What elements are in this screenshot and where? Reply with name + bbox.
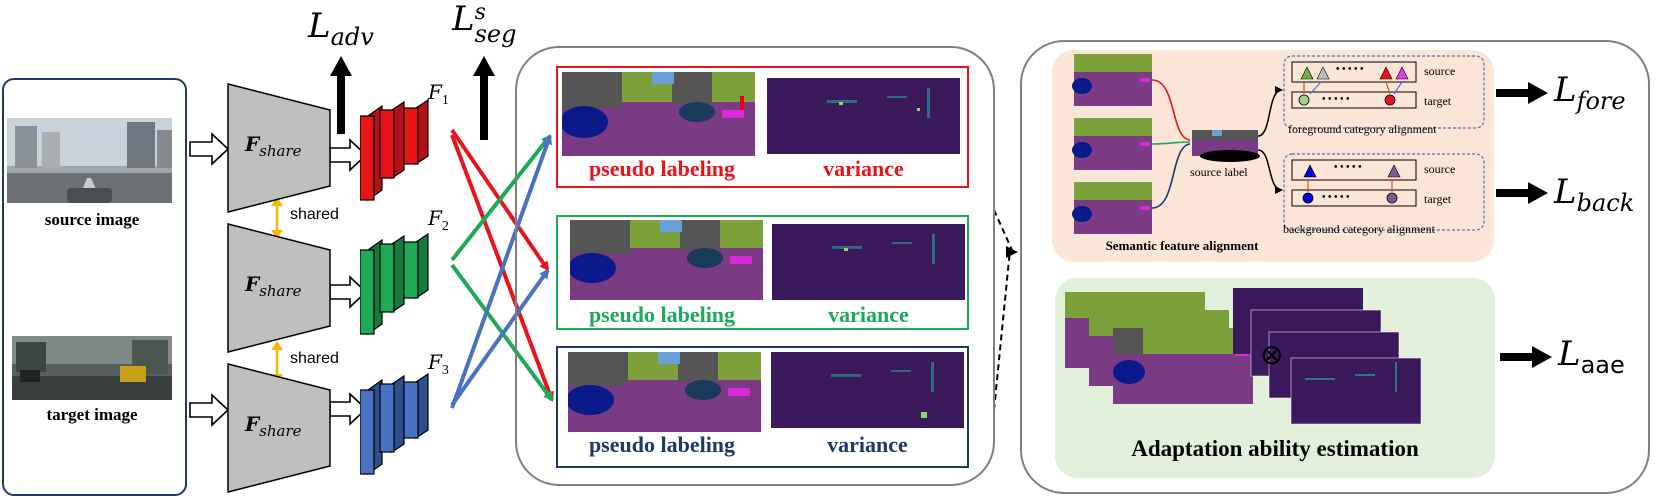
hollow-arrow-share2-to-f2 bbox=[329, 275, 368, 309]
sfa-seg-thumb-1 bbox=[1072, 54, 1152, 106]
feature-stack-f2 bbox=[360, 232, 429, 336]
hollow-arrow-share1-to-f1 bbox=[329, 138, 368, 172]
variance-map-3 bbox=[771, 352, 964, 428]
variance-label-3: variance bbox=[827, 432, 908, 457]
source-image-label: source image bbox=[44, 210, 140, 229]
hollow-arrow-source-to-share bbox=[189, 132, 230, 166]
source-image bbox=[7, 118, 172, 203]
seg-map-3 bbox=[568, 352, 761, 432]
bg-dots-bottom: • • • • • bbox=[1322, 192, 1350, 203]
f2-label: F2 bbox=[428, 206, 449, 234]
seg-map-1 bbox=[562, 72, 755, 156]
aae-seg-stack bbox=[1065, 292, 1253, 404]
bg-dots-top: • • • • • bbox=[1334, 162, 1362, 173]
f-share-label-1: Fshare bbox=[245, 132, 302, 160]
variance-map-1 bbox=[767, 78, 960, 154]
target-image bbox=[12, 336, 172, 400]
arrow-f2-to-panel1 bbox=[450, 134, 552, 262]
fg-target-text: target bbox=[1424, 94, 1452, 108]
fg-dots-top: • • • • • bbox=[1336, 64, 1364, 75]
pseudo-labeling-label-2: pseudo labeling bbox=[588, 302, 736, 327]
variance-label-1: variance bbox=[823, 156, 904, 181]
bg-target-text: target bbox=[1424, 192, 1452, 206]
feature-stack-f1 bbox=[360, 98, 429, 202]
source-label-caption: source label bbox=[1190, 165, 1248, 179]
f-share-label-2: Fshare bbox=[245, 272, 302, 300]
l-adv-label: Ladv bbox=[308, 6, 374, 51]
variance-label-2: variance bbox=[828, 302, 909, 327]
shared-label-1: shared bbox=[290, 206, 339, 223]
source-label-thumb bbox=[1192, 130, 1260, 162]
l-aae-label: Laae bbox=[1558, 334, 1625, 379]
sfa-seg-thumb-3 bbox=[1072, 182, 1152, 234]
sfa-seg-thumb-2 bbox=[1072, 118, 1152, 170]
pseudo-labeling-label-3: pseudo labeling bbox=[588, 432, 736, 457]
l-seg-label: L s seg bbox=[452, 0, 517, 48]
seg-map-2 bbox=[570, 220, 763, 300]
f-share-encoder-2 bbox=[227, 223, 331, 353]
f1-label: F1 bbox=[428, 80, 449, 108]
shared-label-2: shared bbox=[290, 350, 339, 367]
f-share-encoder-1 bbox=[227, 83, 331, 213]
adaptation-ability-estimation-title: Adaptation ability estimation bbox=[1131, 436, 1419, 461]
aae-variance-stack bbox=[1233, 288, 1422, 425]
arrow-f3-to-panel2 bbox=[450, 268, 550, 407]
semantic-feature-alignment-title: Semantic feature alignment bbox=[1105, 238, 1259, 253]
aae-stacked-maps bbox=[1065, 288, 1422, 425]
target-image-label: target image bbox=[46, 405, 138, 424]
pseudo-panel-1 bbox=[556, 66, 969, 188]
right-module-container bbox=[1020, 40, 1650, 494]
pseudo-panel-3 bbox=[556, 346, 969, 468]
l-fore-label: Lfore bbox=[1554, 70, 1626, 115]
l-back-label: Lback bbox=[1554, 172, 1635, 217]
dashed-link bbox=[993, 209, 1013, 411]
otimes-operator: ⊗ bbox=[1260, 338, 1284, 371]
bg-alignment-caption: background category alignment bbox=[1283, 222, 1435, 236]
variance-map-2 bbox=[772, 224, 965, 300]
feature-stack-f3 bbox=[360, 372, 429, 476]
f-share-label-3: Fshare bbox=[245, 412, 302, 440]
fg-source-text: source bbox=[1424, 64, 1456, 78]
bg-source-text: source bbox=[1424, 162, 1456, 176]
pseudo-panel-2 bbox=[556, 215, 969, 330]
fg-dots-bottom: • • • • • bbox=[1322, 94, 1350, 105]
hollow-arrow-share3-to-f3 bbox=[329, 392, 368, 426]
semantic-alignment-diagram bbox=[1072, 54, 1485, 234]
arrow-f3-to-panel1 bbox=[450, 134, 552, 409]
hollow-arrow-target-to-share bbox=[189, 393, 230, 427]
pseudo-labeling-label-1: pseudo labeling bbox=[588, 156, 736, 181]
f-share-encoder-3 bbox=[227, 363, 331, 493]
input-images-panel bbox=[2, 78, 187, 496]
pseudo-label-panel-container bbox=[515, 46, 995, 486]
f3-label: F3 bbox=[428, 350, 449, 378]
fg-alignment-caption: foreground category alignment bbox=[1288, 122, 1437, 136]
